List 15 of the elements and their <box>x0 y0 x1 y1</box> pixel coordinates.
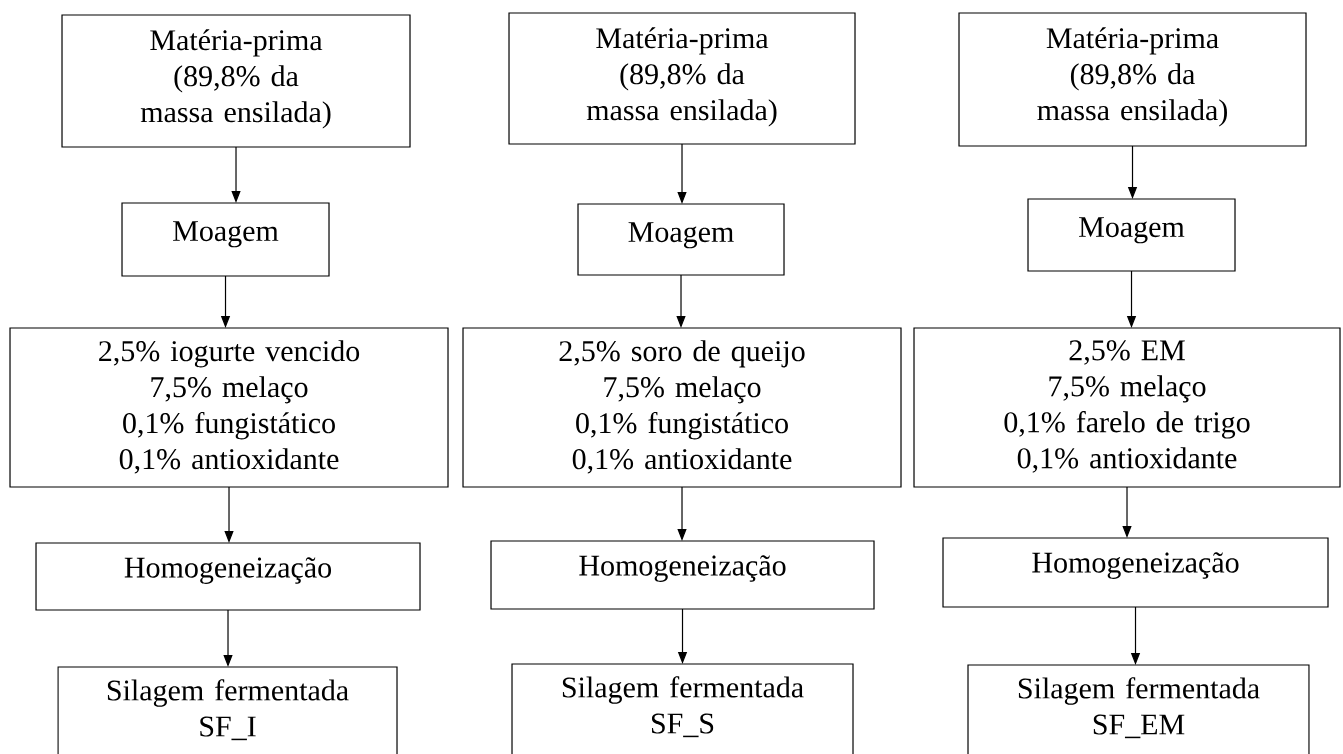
process-box: Homogeneização <box>942 537 1329 608</box>
process-box: Matéria-prima (89,8% da massa ensilada) <box>958 12 1307 147</box>
process-box: Silagem fermentada SF_I <box>57 666 398 754</box>
process-box: 2,5% EM 7,5% melaço 0,1% farelo de trigo 0,1% antioxidante <box>913 327 1341 488</box>
process-box: Moagem <box>577 203 785 276</box>
process-box: 2,5% iogurte vencido 7,5% melaço 0,1% fungistático 0,1% antioxidante <box>9 327 449 488</box>
process-box: Silagem fermentada SF_S <box>511 663 854 754</box>
process-box: 2,5% soro de queijo 7,5% melaço 0,1% fungistático 0,1% antioxidante <box>462 327 902 488</box>
process-box: Homogeneização <box>490 540 875 610</box>
process-box: Matéria-prima (89,8% da massa ensilada) <box>508 12 856 145</box>
process-box: Homogeneização <box>35 542 421 611</box>
process-box: Moagem <box>121 202 330 277</box>
process-box: Silagem fermentada SF_EM <box>967 664 1310 754</box>
process-box: Moagem <box>1027 198 1236 272</box>
process-box: Matéria-prima (89,8% da massa ensilada) <box>61 14 411 148</box>
